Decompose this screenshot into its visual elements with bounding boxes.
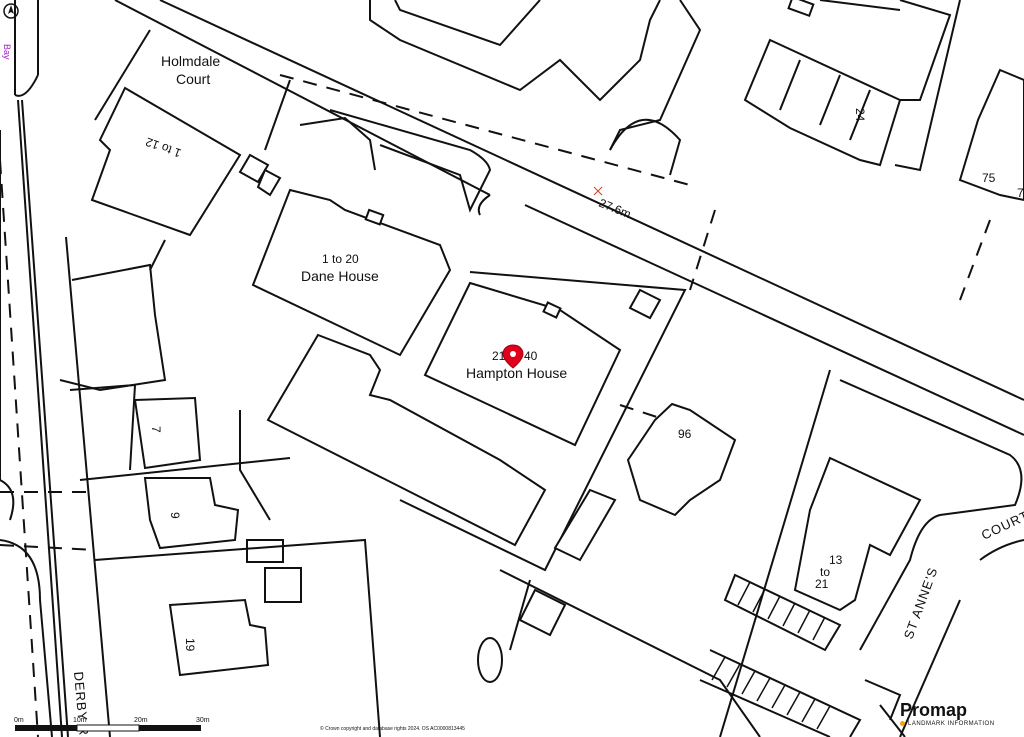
- st-annes-court-road: [719, 369, 1024, 737]
- scale-tick-30: 30m: [196, 717, 210, 724]
- block-13-label-1: 13: [829, 553, 843, 567]
- scale-bar: 0m 10m 20m 30m: [14, 717, 210, 732]
- parking-bays-top: [256, 109, 492, 213]
- brand-dot-icon: [900, 720, 905, 726]
- block-13-label-3: 21: [815, 577, 829, 591]
- holmdale-court-label-2: Court: [176, 71, 210, 87]
- scale-tick-10: 10m: [73, 717, 87, 724]
- brand-name: Promap: [900, 699, 968, 720]
- left-plots: [59, 263, 381, 737]
- derby-road: [0, 0, 111, 737]
- hampton-house-name-label: Hampton House: [466, 365, 567, 381]
- left-road-partial-label: Bay: [2, 44, 12, 60]
- scale-tick-0: 0m: [14, 717, 24, 724]
- parking-bays-bottom: [699, 573, 906, 737]
- house-9-label: 9: [168, 512, 182, 519]
- block-13-to-21: [793, 456, 922, 612]
- st-annes-label: ST ANNE'S: [901, 565, 941, 641]
- copyright-notice: © Crown copyright and database rights 20…: [320, 725, 465, 732]
- house-7-partial-label: 7: [1017, 186, 1024, 200]
- house-96-label: 96: [678, 427, 692, 441]
- hampton-house-units-label-a: 21: [492, 349, 506, 363]
- house-96-building: [626, 402, 737, 517]
- measurement-point-icon: [593, 186, 603, 196]
- house-24-label: 24: [853, 108, 867, 122]
- dane-house-units-label: 1 to 20: [322, 252, 359, 266]
- block-13-label-2: to: [820, 565, 830, 579]
- hampton-house-garages: [518, 488, 617, 637]
- dane-house-building: [251, 188, 452, 357]
- dane-house-annex: [266, 333, 547, 547]
- court-label: COURT: [979, 508, 1024, 543]
- derby-road-label: DERBY R: [71, 671, 92, 737]
- dane-house-name-label: Dane House: [301, 268, 379, 284]
- terrace-24: [369, 0, 961, 176]
- promap-logo: Promap LANDMARK INFORMATION: [900, 701, 1012, 727]
- plot-boundaries: [94, 29, 991, 737]
- measurement-label: 27.6m: [597, 196, 633, 221]
- house-75-building: [958, 68, 1024, 202]
- house-19-label: 19: [183, 638, 197, 652]
- scale-tick-20: 20m: [134, 717, 148, 724]
- hampton-house-units-label-b: 40: [524, 349, 538, 363]
- brand-subtitle-text: LANDMARK INFORMATION: [908, 721, 995, 727]
- hampton-house-building: [399, 271, 687, 572]
- house-75-label: 75: [982, 171, 996, 185]
- holmdale-court-building: [90, 86, 270, 237]
- holmdale-court-label-1: Holmdale: [161, 53, 220, 69]
- brand-subtitle: LANDMARK INFORMATION: [900, 720, 1012, 727]
- location-pin-icon[interactable]: [502, 344, 524, 369]
- house-7-label: 7: [149, 426, 163, 433]
